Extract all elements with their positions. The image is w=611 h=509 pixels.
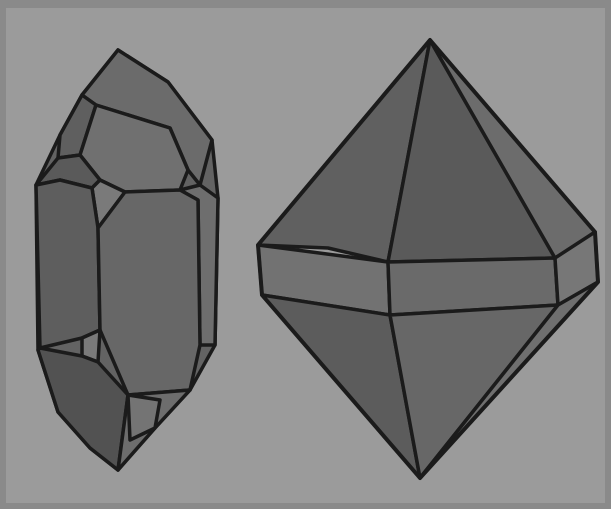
prismatic-prism-face-left [36,180,100,348]
prismatic-prism-face-front [98,190,200,395]
